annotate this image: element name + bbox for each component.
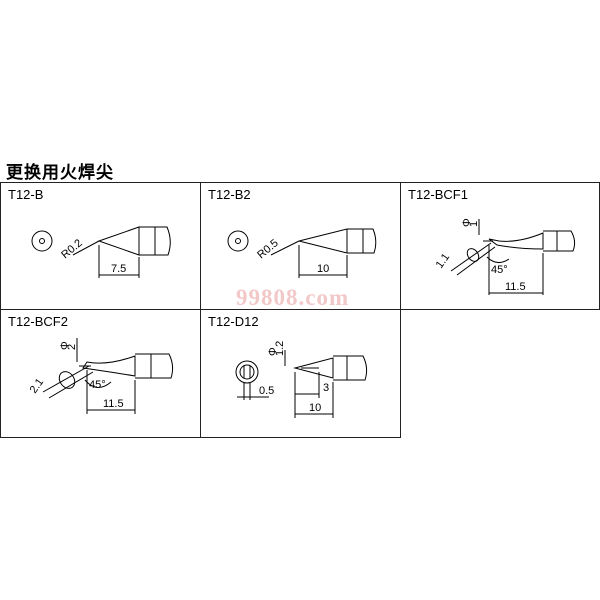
width-dimension-line bbox=[450, 242, 492, 272]
width-dimension-line bbox=[48, 371, 94, 399]
phi-symbol: Φ bbox=[461, 218, 473, 227]
radius-label: R0.2 bbox=[59, 237, 85, 261]
tip-shank bbox=[135, 353, 152, 379]
thickness-label: 0.5 bbox=[259, 385, 274, 397]
tip-bent-cone bbox=[488, 232, 544, 250]
chisel-length-label: 3 bbox=[323, 382, 329, 394]
tip-end-view-inner bbox=[239, 364, 255, 380]
tip-model-label: T12-BCF2 bbox=[8, 314, 68, 329]
tip-cell-t12-bcf2: 2 Φ 2.1 45° 11.5 T12-BCF2 bbox=[0, 309, 201, 438]
tip-cell-t12-d12: 0.5 1.2 Φ 3 10 T12-D12 bbox=[200, 309, 401, 438]
tip-bent-cone bbox=[82, 355, 136, 377]
diameter-label: 2 bbox=[66, 344, 78, 350]
phi-symbol: Φ bbox=[59, 341, 71, 350]
tip-cell-t12-bcf1: 1 Φ 1.1 45° 11.5 T12-BCF1 bbox=[400, 182, 600, 310]
tip-end-view-circle bbox=[235, 360, 259, 384]
angle-arc bbox=[486, 256, 510, 263]
width-label: 1.1 bbox=[434, 251, 453, 270]
face-section-ellipse bbox=[466, 248, 480, 262]
length-label: 11.5 bbox=[103, 398, 124, 410]
tip-model-label: T12-B bbox=[8, 187, 44, 202]
tip-body-break bbox=[347, 355, 368, 381]
width-dimension-line bbox=[42, 365, 90, 393]
face-section-ellipse bbox=[58, 371, 76, 389]
tips-table: R0.2 7.5 T12-B R0.5 10 T12-B2 bbox=[0, 182, 600, 438]
tip-end-view-point bbox=[235, 238, 241, 244]
tip-shank bbox=[333, 355, 348, 381]
tip-drawing-t12-d12: 0.5 1.2 Φ 3 10 bbox=[235, 341, 368, 418]
radius-leader bbox=[72, 240, 100, 256]
tip-cell-t12-b: R0.2 7.5 T12-B bbox=[0, 182, 201, 310]
page-title: 更换用火焊尖 bbox=[6, 163, 114, 183]
width-label: 2.1 bbox=[28, 376, 47, 395]
length-label: 11.5 bbox=[505, 281, 526, 293]
tip-end-view-circle bbox=[31, 230, 53, 252]
tip-cone bbox=[298, 228, 348, 254]
tip-end-view-point bbox=[39, 238, 45, 244]
tip-body-break bbox=[155, 226, 171, 256]
diameter-label: 1 bbox=[468, 221, 480, 227]
diameter-label: 1.2 bbox=[274, 341, 286, 356]
radius-leader bbox=[270, 240, 300, 256]
tip-shank bbox=[347, 228, 364, 254]
tip-model-label: T12-D12 bbox=[208, 314, 259, 329]
length-label: 10 bbox=[317, 263, 329, 275]
tip-drawing-t12-b2: R0.5 10 bbox=[227, 228, 377, 278]
phi-symbol: Φ bbox=[267, 347, 279, 356]
tip-body-break bbox=[557, 230, 576, 252]
tip-end-view-circle bbox=[227, 230, 249, 252]
tip-cone bbox=[97, 226, 140, 256]
tip-body-break bbox=[151, 353, 174, 379]
tip-shank bbox=[543, 230, 558, 252]
angle-label: 45° bbox=[491, 264, 508, 276]
tip-model-label: T12-B2 bbox=[208, 187, 251, 202]
tip-cone bbox=[293, 357, 334, 379]
radius-label: R0.5 bbox=[255, 237, 281, 261]
watermark: 99808.com bbox=[236, 285, 350, 310]
tip-shank bbox=[139, 226, 156, 256]
tip-model-label: T12-BCF1 bbox=[408, 187, 468, 202]
angle-label: 45° bbox=[89, 379, 106, 391]
length-label: 10 bbox=[309, 402, 321, 414]
tip-drawing-t12-b: R0.2 7.5 bbox=[31, 226, 171, 278]
tip-drawing-t12-bcf1: 1 Φ 1.1 45° 11.5 bbox=[434, 218, 576, 295]
length-label: 7.5 bbox=[111, 263, 126, 275]
tip-drawing-t12-bcf2: 2 Φ 2.1 45° 11.5 bbox=[28, 338, 174, 414]
tip-body-break bbox=[363, 228, 377, 254]
